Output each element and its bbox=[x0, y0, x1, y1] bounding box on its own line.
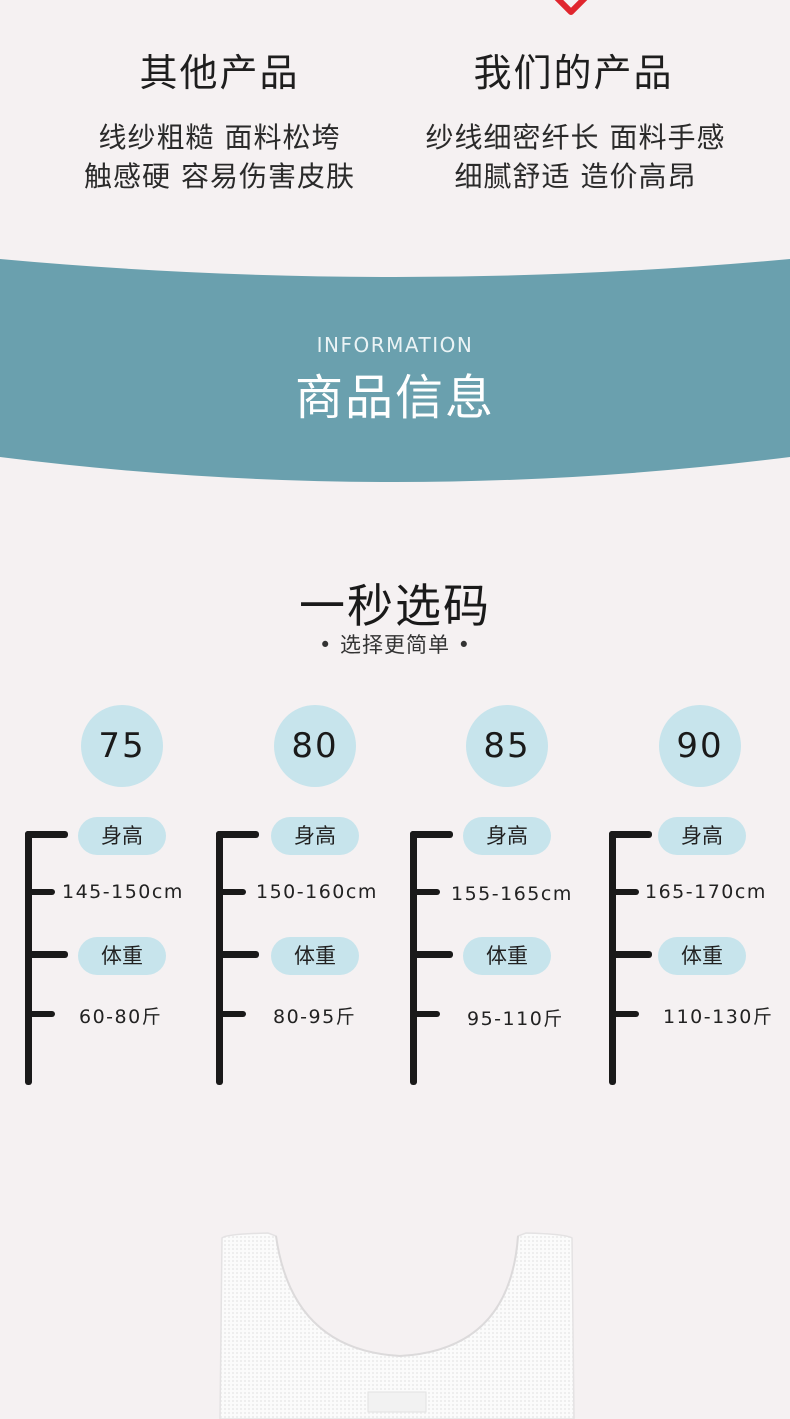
bracket-tick bbox=[410, 1011, 440, 1017]
our-products-line-1: 纱线细密纤长 面料手感 bbox=[425, 121, 726, 154]
weight-value-80: 80-95斤 bbox=[273, 1006, 357, 1028]
weight-value-90: 110-130斤 bbox=[663, 1006, 774, 1028]
bracket-tick bbox=[216, 889, 246, 895]
weight-label: 体重 bbox=[78, 937, 166, 975]
bracket-tick bbox=[609, 1011, 639, 1017]
bracket-tick bbox=[216, 831, 259, 838]
other-products-line-1: 线纱粗糙 面料松垮 bbox=[98, 121, 341, 154]
size-bracket bbox=[216, 831, 223, 1085]
height-value-75: 145-150cm bbox=[62, 881, 184, 903]
size-circle-80: 80 bbox=[274, 705, 356, 787]
bracket-tick bbox=[25, 1011, 55, 1017]
bracket-tick bbox=[25, 889, 55, 895]
info-banner bbox=[0, 259, 790, 482]
size-circle-85: 85 bbox=[466, 705, 548, 787]
bracket-tick bbox=[25, 831, 68, 838]
bracket-tick bbox=[216, 951, 259, 958]
info-label-en: INFORMATION bbox=[316, 333, 474, 357]
our-products-title: 我们的产品 bbox=[473, 51, 674, 95]
bracket-tick bbox=[410, 889, 440, 895]
info-title: 商品信息 bbox=[294, 370, 495, 426]
height-value-90: 165-170cm bbox=[645, 881, 767, 903]
height-label: 身高 bbox=[271, 817, 359, 855]
bracket-tick bbox=[410, 831, 453, 838]
weight-value-85: 95-110斤 bbox=[467, 1008, 564, 1030]
size-bracket bbox=[609, 831, 616, 1085]
our-products-line-2: 细腻舒适 造价高昂 bbox=[454, 160, 697, 193]
check-icon bbox=[554, 0, 588, 15]
height-value-80: 150-160cm bbox=[256, 881, 378, 903]
product-image bbox=[219, 1232, 575, 1419]
weight-label: 体重 bbox=[463, 937, 551, 975]
bracket-tick bbox=[609, 951, 652, 958]
size-guide-title: 一秒选码 bbox=[299, 579, 491, 633]
height-label: 身高 bbox=[463, 817, 551, 855]
height-value-85: 155-165cm bbox=[451, 883, 573, 905]
size-circle-90: 90 bbox=[659, 705, 741, 787]
bracket-tick bbox=[216, 1011, 246, 1017]
other-products-line-2: 触感硬 容易伤害皮肤 bbox=[84, 160, 355, 193]
weight-label: 体重 bbox=[658, 937, 746, 975]
bracket-tick bbox=[25, 951, 68, 958]
bracket-tick bbox=[609, 831, 652, 838]
height-label: 身高 bbox=[78, 817, 166, 855]
size-bracket bbox=[410, 831, 417, 1085]
bracket-tick bbox=[410, 951, 453, 958]
weight-label: 体重 bbox=[271, 937, 359, 975]
weight-value-75: 60-80斤 bbox=[79, 1006, 163, 1028]
size-circle-75: 75 bbox=[81, 705, 163, 787]
bracket-tick bbox=[609, 889, 639, 895]
height-label: 身高 bbox=[658, 817, 746, 855]
size-guide-subtitle: • 选择更简单 • bbox=[318, 633, 472, 657]
size-bracket bbox=[25, 831, 32, 1085]
other-products-title: 其他产品 bbox=[139, 51, 300, 95]
